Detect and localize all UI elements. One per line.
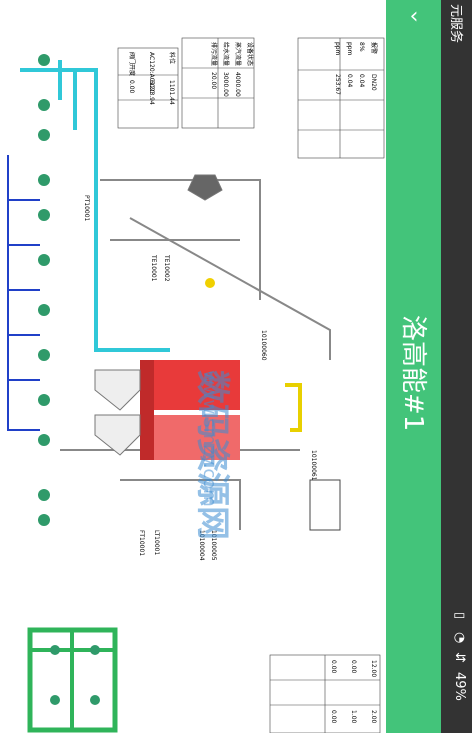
screen-title: 洛高能#1 [398,315,428,432]
battery-text: 49% [452,672,467,701]
boiler-units [140,360,240,460]
table-cell: 给水流量 [222,42,230,66]
table-cell: 0.04 [346,74,353,88]
tag-label: TE10001 [150,254,157,282]
status-app-name: 元服务 [448,4,463,44]
table-cell: 0.00 [330,660,337,674]
silos [94,174,223,456]
tag-label: 10100005 [210,530,217,561]
instrument-tags: TE10001 TE10002 PT10001 FT10001 LT10001 … [83,195,317,561]
table-cell: ppm [346,42,353,56]
app-bar [386,0,441,733]
table-cell: 20.00 [210,72,217,89]
aux-pipes [60,179,331,530]
table-cell: 1.00 [350,710,357,724]
tag-label: FT10001 [138,530,145,556]
table-cell: 阀门开度 [128,52,136,76]
table-cell: 0.00 [350,660,357,674]
water-pipe [7,155,40,431]
table-cell: 报警 [370,42,378,54]
top-table-a [297,37,385,159]
wifi-icon: ◔ [452,632,467,644]
back-arrow-icon[interactable]: ‹ [409,4,419,29]
table-cell: 12.00 [370,660,377,677]
tag-label: 10100004 [198,530,205,561]
table-cell: DN20 [370,74,377,91]
table-cell: ppm [334,42,341,56]
tag-label: LT10001 [153,530,160,555]
table-cell: 排污流量 [210,42,218,66]
table-title: 设备状态 [246,42,254,66]
table-cell: 1101.44 [168,80,175,105]
table-cell: 料位 [168,52,176,64]
green-subsystem [27,627,118,733]
steam-pipe [20,60,170,352]
table-cell: AC120:AC120 [148,52,155,93]
pump-units [38,54,50,526]
tag-label: TE10002 [163,254,170,282]
tag-label: 10100061 [310,450,317,481]
process-diagram: TE10001 TE10002 PT10001 FT10001 LT10001 … [7,37,385,733]
watermark-url: www.smzy.com [199,370,220,507]
table-cell: 0.00 [128,80,135,94]
sim-icon: ▯ [452,612,467,620]
table-cell: 8% [358,42,365,52]
yellow-pipe [285,383,302,432]
table-cell: 4000.00 [234,72,241,97]
water-tank [309,479,341,531]
valve-icon[interactable] [205,278,215,288]
table-cell: 0.04 [358,74,365,88]
table-cell: 253.67 [334,74,341,95]
status-bar: 元服务 ▯ ◔ ⇵ 49% [441,0,472,733]
bottom-table-d [269,654,381,733]
top-table-b [181,37,255,129]
table-cell: 蒸汽流量 [234,42,242,66]
tag-label: PT10001 [83,195,90,222]
table-cell: 3000.00 [222,72,229,97]
tag-label: 10100060 [260,330,267,361]
table-cell: 0.00 [330,710,337,724]
table-cell: 2.00 [370,710,377,724]
data-icon: ⇵ [452,652,467,663]
top-table-c [117,47,179,129]
table-texts: 报警 DN20 8% 0.04 ppm 0.04 ppm 253.67 设备状态… [128,42,378,724]
table-cell: 6023.94 [148,80,155,105]
